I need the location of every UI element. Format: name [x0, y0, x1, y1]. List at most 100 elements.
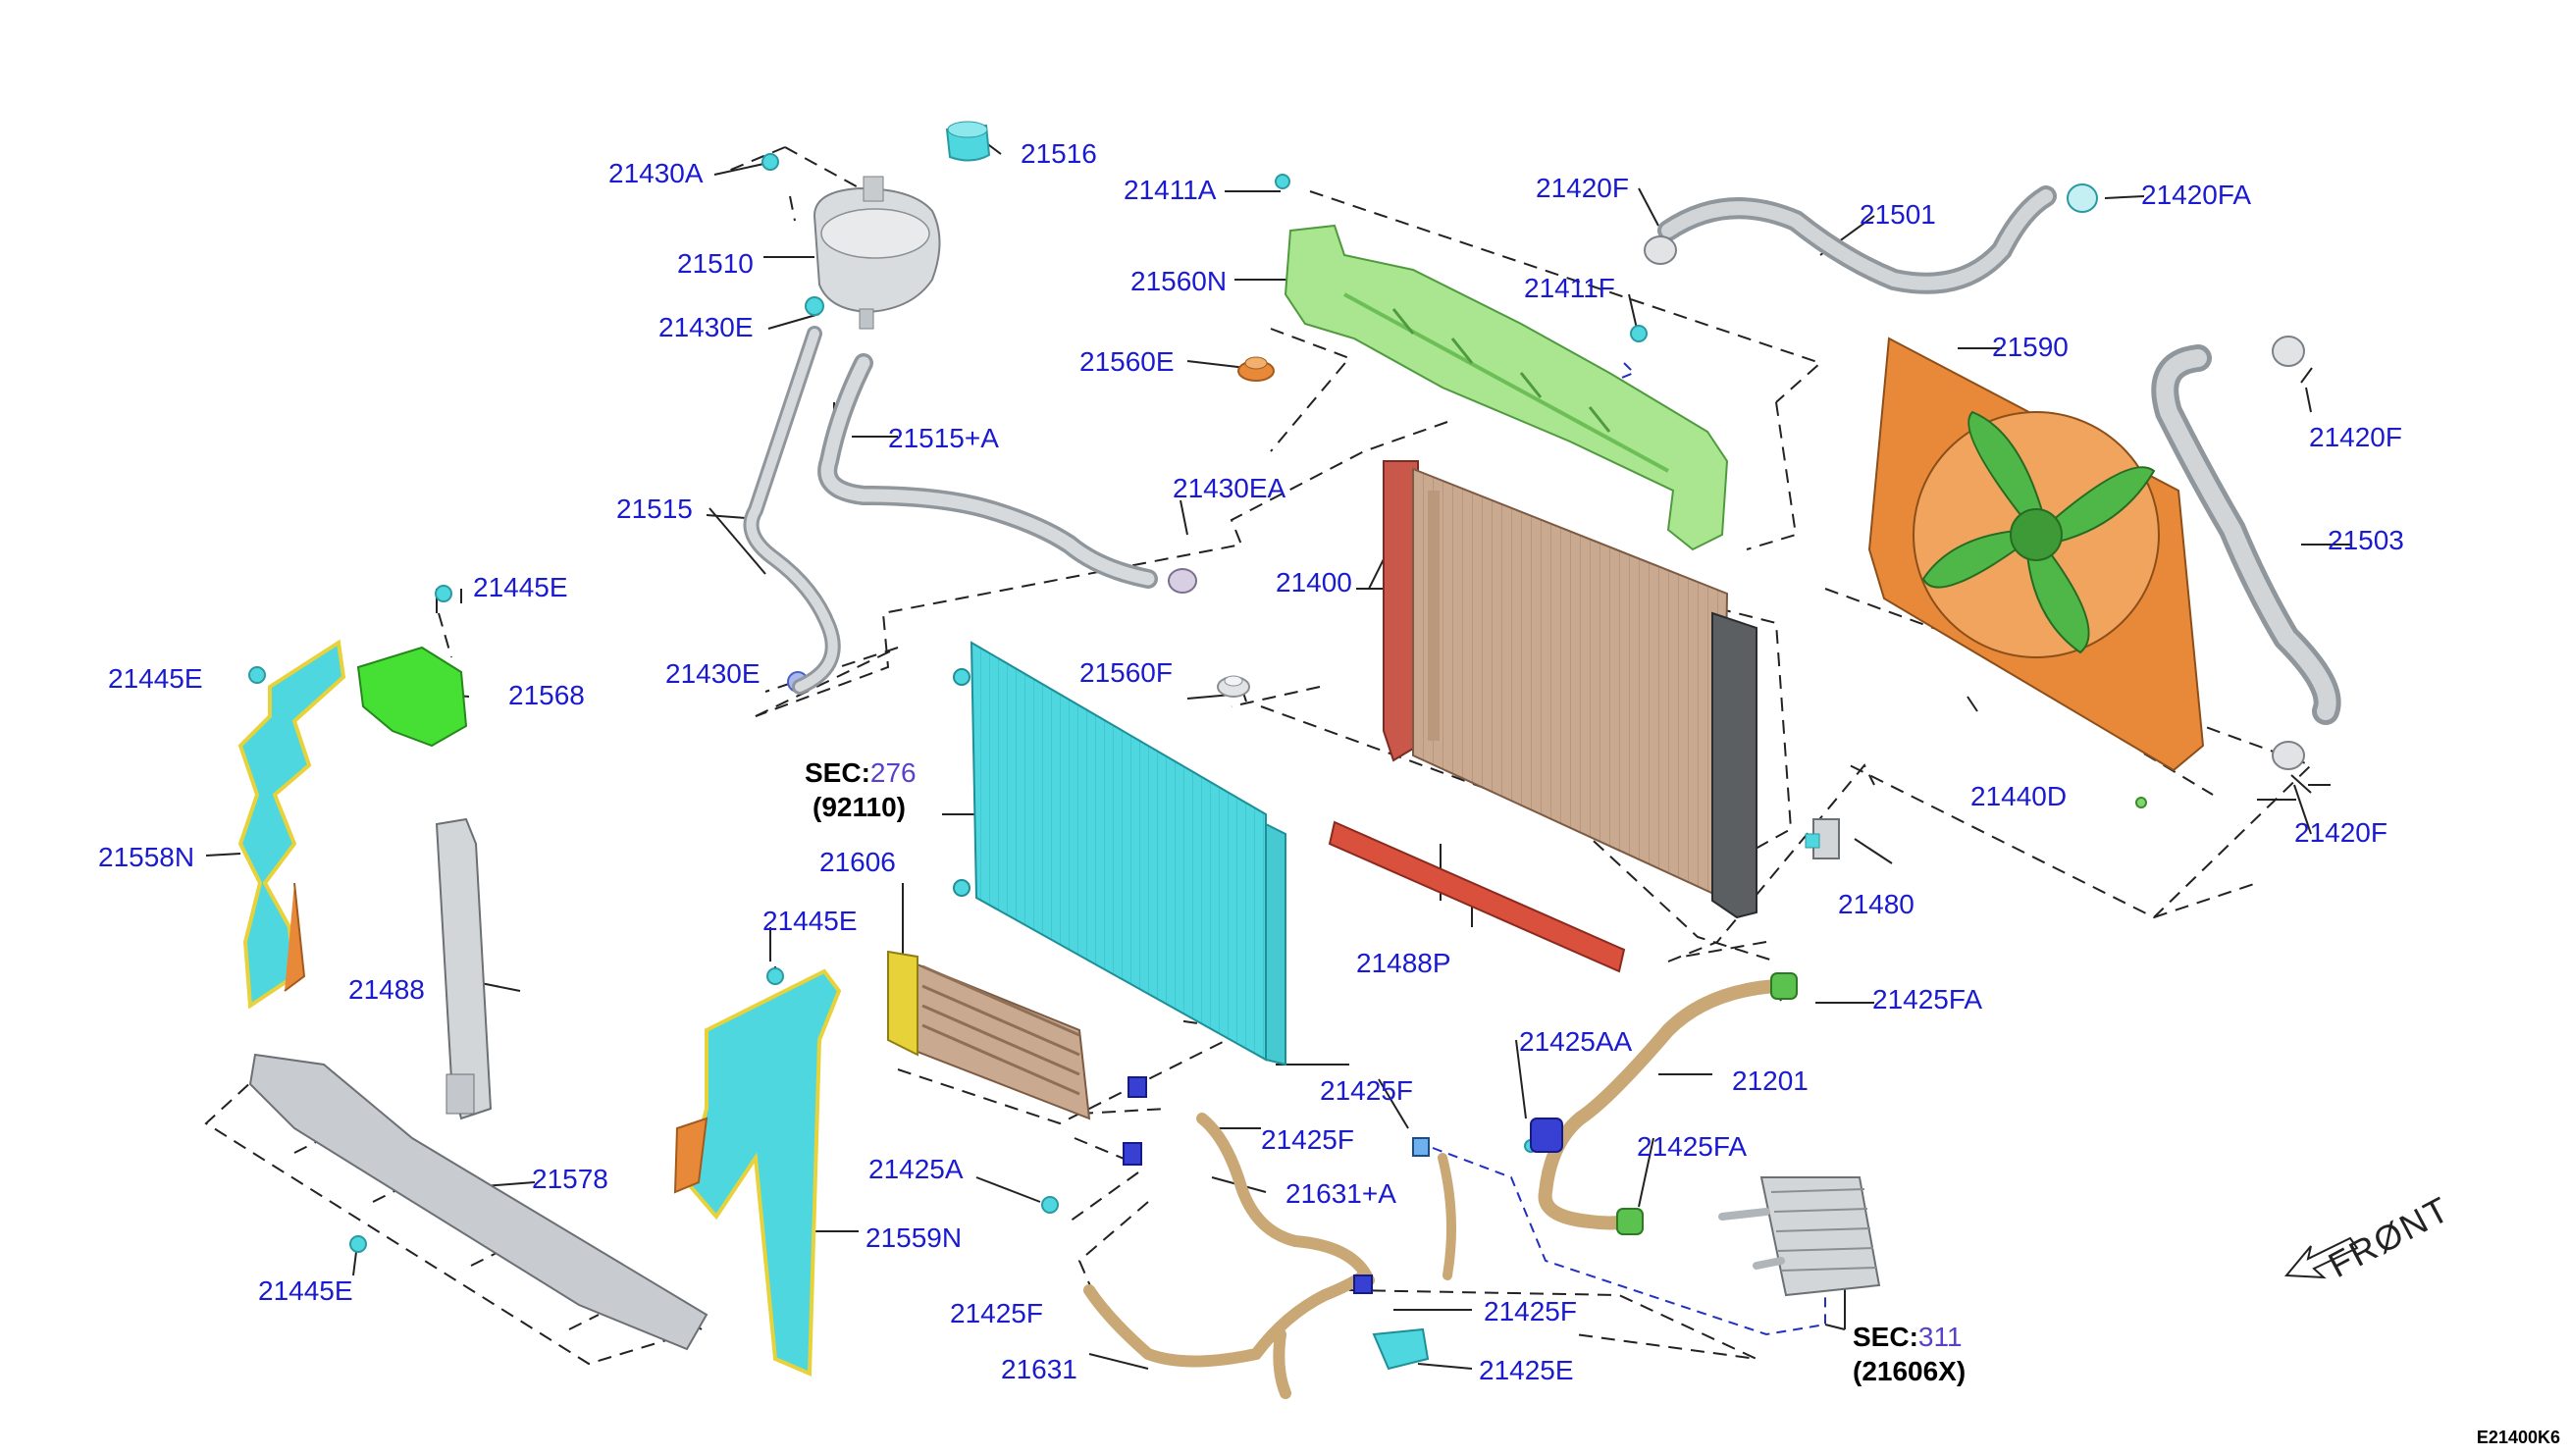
label-21425AA[interactable]: 21425AA	[1519, 1026, 1633, 1057]
clip-21425A[interactable]	[1041, 1196, 1059, 1214]
dashed-blue-line-2	[1608, 362, 1636, 384]
label-21510[interactable]: 21510	[677, 248, 754, 279]
label-21560F[interactable]: 21560F	[1079, 657, 1173, 688]
label-21558N[interactable]: 21558N	[98, 842, 195, 872]
label-21440D[interactable]: 21440D	[1970, 781, 2068, 811]
clip-21425F-d[interactable]	[1353, 1274, 1373, 1294]
grommet-21560F[interactable]	[1217, 675, 1250, 698]
clamp-21420F-right[interactable]	[2272, 336, 2305, 367]
air-guide-21558N[interactable]	[237, 639, 346, 1010]
clip-21445E-c[interactable]	[766, 967, 784, 985]
label-21420F-low[interactable]: 21420F	[2294, 817, 2387, 848]
label-21425FA-top[interactable]: 21425FA	[1872, 984, 1983, 1014]
deflector-21568[interactable]	[356, 646, 468, 748]
label-21515A[interactable]: 21515+A	[888, 423, 999, 453]
fan-shroud[interactable]	[1867, 337, 2205, 772]
label-21201[interactable]: 21201	[1732, 1066, 1809, 1096]
connector-21425FA-top[interactable]	[1770, 972, 1798, 1000]
label-21590[interactable]: 21590	[1992, 332, 2069, 362]
bracket-21425E[interactable]	[1372, 1327, 1430, 1371]
air-guide-21559N[interactable]	[673, 968, 842, 1377]
label-21559N[interactable]: 21559N	[865, 1222, 963, 1253]
leader-lines	[205, 138, 2350, 1370]
label-21430EA[interactable]: 21430EA	[1173, 473, 1286, 503]
clip-21411F[interactable]	[1630, 325, 1648, 342]
label-21420F-right[interactable]: 21420F	[2309, 422, 2402, 452]
label-21606[interactable]: 21606	[819, 847, 896, 877]
connector-21425FA-mid[interactable]	[1616, 1208, 1644, 1235]
upper-support-bracket[interactable]	[1284, 224, 1729, 551]
bracket-21480[interactable]	[1805, 818, 1840, 859]
label-21425F-b[interactable]: 21425F	[1261, 1124, 1354, 1155]
label-21425F-d[interactable]: 21425F	[1484, 1296, 1577, 1326]
label-21568[interactable]: 21568	[508, 680, 585, 710]
clip-21445E-b[interactable]	[248, 666, 266, 684]
sec-prefix: SEC:	[805, 757, 870, 788]
label-21430E-top[interactable]: 21430E	[658, 312, 754, 342]
clip-21411A[interactable]	[1275, 174, 1290, 189]
label-21445E-b[interactable]: 21445E	[108, 663, 203, 694]
label-21425F-c[interactable]: 21425F	[950, 1298, 1043, 1328]
label-21578[interactable]: 21578	[532, 1164, 608, 1194]
label-21515[interactable]: 21515	[616, 494, 693, 524]
label-21430A[interactable]: 21430A	[608, 158, 704, 188]
label-21560N[interactable]: 21560N	[1130, 266, 1228, 296]
lower-member-21578[interactable]	[248, 1053, 708, 1351]
clip-21425F-c[interactable]	[1123, 1142, 1142, 1166]
label-21488[interactable]: 21488	[348, 974, 425, 1005]
expansion-tank[interactable]	[813, 176, 941, 330]
label-21430E-low[interactable]: 21430E	[665, 658, 761, 689]
label-21425A[interactable]: 21425A	[868, 1154, 964, 1184]
label-21480[interactable]: 21480	[1838, 889, 1914, 919]
label-21516[interactable]: 21516	[1021, 138, 1097, 169]
hose-21515A[interactable]	[817, 353, 1158, 589]
condenser[interactable]	[953, 641, 1286, 1066]
clip-21425F-b[interactable]	[1412, 1137, 1430, 1157]
label-21425F-a[interactable]: 21425F	[1320, 1075, 1413, 1106]
label-21425FA-mid[interactable]: 21425FA	[1637, 1131, 1748, 1162]
seal-21488P[interactable]	[1328, 820, 1626, 973]
label-21445E-a[interactable]: 21445E	[473, 572, 568, 602]
label-21445E-c[interactable]: 21445E	[762, 906, 858, 936]
reservoir-cap[interactable]	[945, 121, 991, 162]
label-21560E[interactable]: 21560E	[1079, 346, 1175, 377]
connector-blue[interactable]	[1530, 1118, 1563, 1153]
label-21425E[interactable]: 21425E	[1479, 1355, 1574, 1385]
clamp-21430EA[interactable]	[1168, 568, 1197, 594]
sec-ref-276[interactable]: SEC:276 (92110)	[805, 755, 917, 824]
hose-21515	[746, 329, 838, 692]
label-21488P[interactable]: 21488P	[1356, 948, 1451, 978]
label-21411F[interactable]: 21411F	[1524, 273, 1615, 303]
label-21631[interactable]: 21631	[1001, 1354, 1077, 1384]
pipe-21631[interactable]	[1083, 1270, 1370, 1368]
label-21411A[interactable]: 21411A	[1124, 175, 1217, 205]
label-21501[interactable]: 21501	[1860, 199, 1936, 230]
clip-21430E-top[interactable]	[805, 296, 824, 316]
hose-21201[interactable]	[1538, 979, 1783, 1230]
transmission-oil-cooler[interactable]	[1718, 1176, 1881, 1297]
label-21631A[interactable]: 21631+A	[1285, 1178, 1396, 1209]
clip-21445E-a[interactable]	[435, 585, 452, 602]
label-21503[interactable]: 21503	[2328, 525, 2404, 555]
oil-cooler-21606[interactable]	[887, 950, 1091, 1120]
support-post-21488[interactable]	[435, 817, 493, 1120]
sec-number: 311	[1917, 1322, 1963, 1352]
sec-ref-311[interactable]: SEC:311 (21606X)	[1853, 1320, 1966, 1388]
clip-21440D[interactable]	[2135, 797, 2147, 808]
clamp-21420F-top[interactable]	[1644, 235, 1677, 265]
label-21420F-top[interactable]: 21420F	[1536, 173, 1629, 203]
front-arrow-icon	[2283, 1236, 2359, 1279]
clip-21425F-a[interactable]	[1128, 1076, 1147, 1098]
clamp-21420FA[interactable]	[2067, 183, 2098, 213]
radiator[interactable]	[1383, 460, 1757, 919]
clip-21430A[interactable]	[761, 153, 779, 171]
label-21420FA[interactable]: 21420FA	[2141, 180, 2252, 210]
sec-number: 276	[869, 757, 917, 788]
grommet-21560E[interactable]	[1237, 356, 1275, 382]
label-21445E-d[interactable]: 21445E	[258, 1275, 353, 1306]
pipe-21631A[interactable]	[1196, 1113, 1375, 1286]
label-21400[interactable]: 21400	[1276, 567, 1352, 598]
clip-21445E-d[interactable]	[349, 1235, 367, 1253]
clamp-21420F-low[interactable]	[2272, 741, 2305, 770]
fan-blades	[1921, 410, 2156, 654]
